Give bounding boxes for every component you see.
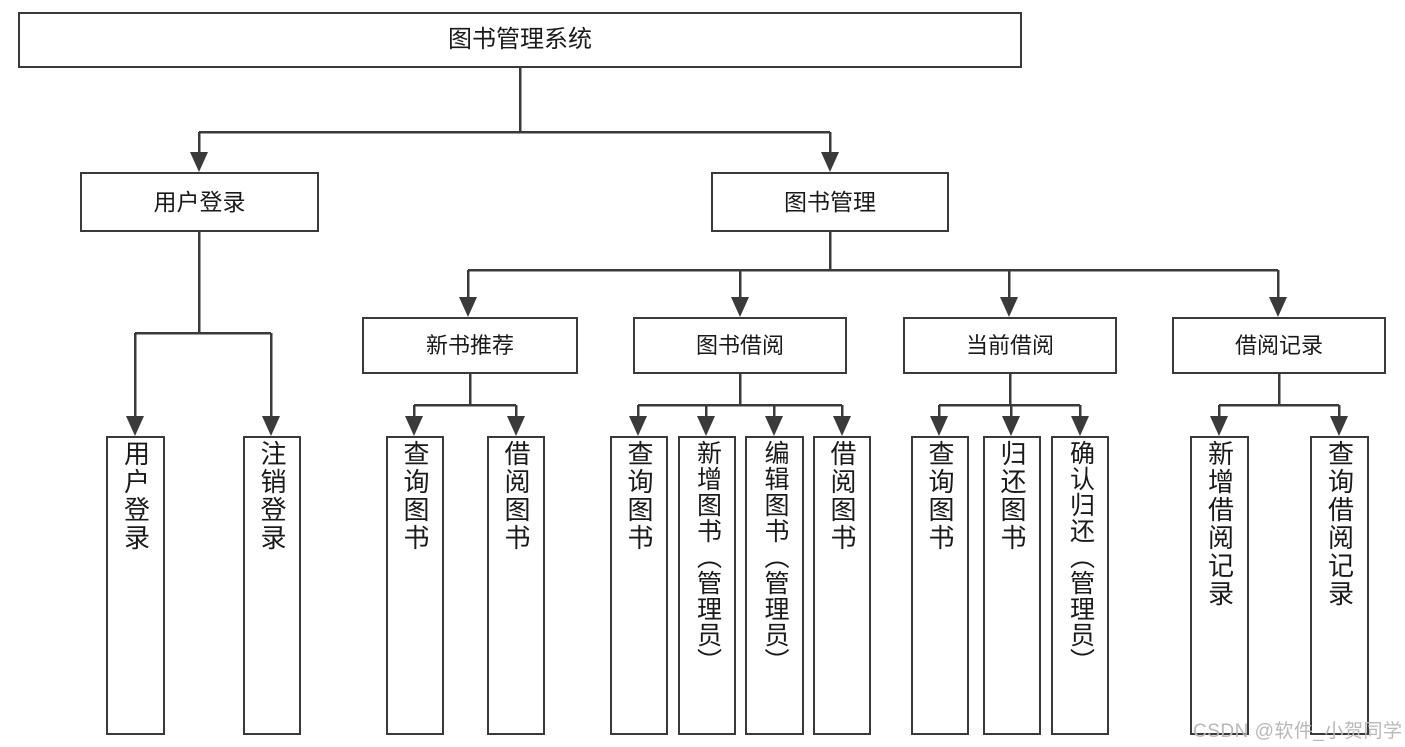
node-leaf-add-book[interactable]: 新增图书（管理员） xyxy=(678,436,736,735)
node-book-manage-label: 图书管理 xyxy=(784,188,876,215)
node-new-book-recommend-label: 新书推荐 xyxy=(425,332,514,358)
node-borrow-record[interactable]: 借阅记录 xyxy=(1172,317,1386,374)
node-leaf-borrow-book-1[interactable]: 借阅图书 xyxy=(487,436,545,735)
node-leaf-edit-book-label: 编辑图书（管理员） xyxy=(761,440,789,674)
csdn-watermark: CSDN @软件_小贺同学 xyxy=(1193,721,1403,742)
node-new-book-recommend[interactable]: 新书推荐 xyxy=(362,317,578,374)
node-leaf-edit-book[interactable]: 编辑图书（管理员） xyxy=(745,436,804,735)
node-leaf-logout-login[interactable]: 注销登录 xyxy=(243,436,301,735)
node-leaf-borrow-book-2[interactable]: 借阅图书 xyxy=(813,436,871,735)
node-leaf-return-book[interactable]: 归还图书 xyxy=(983,436,1041,735)
node-current-borrow-label: 当前借阅 xyxy=(965,332,1054,358)
node-user-login[interactable]: 用户登录 xyxy=(80,172,319,232)
node-book-borrow[interactable]: 图书借阅 xyxy=(633,317,847,374)
node-leaf-add-record-label: 新增借阅记录 xyxy=(1204,440,1235,608)
node-root[interactable]: 图书管理系统 xyxy=(18,12,1022,68)
node-leaf-confirm-return[interactable]: 确认归还（管理员） xyxy=(1051,436,1109,735)
node-leaf-query-book-3[interactable]: 查询图书 xyxy=(911,436,969,735)
node-leaf-query-book-1-label: 查询图书 xyxy=(400,440,430,552)
node-leaf-logout-login-label: 注销登录 xyxy=(257,440,287,552)
node-leaf-borrow-book-2-label: 借阅图书 xyxy=(827,440,857,552)
node-root-label: 图书管理系统 xyxy=(448,26,592,54)
node-leaf-borrow-book-1-label: 借阅图书 xyxy=(501,440,531,552)
node-leaf-query-record[interactable]: 查询借阅记录 xyxy=(1310,436,1369,735)
node-leaf-query-book-2[interactable]: 查询图书 xyxy=(610,436,668,735)
node-borrow-record-label: 借阅记录 xyxy=(1234,332,1323,358)
node-leaf-confirm-return-label: 确认归还（管理员） xyxy=(1066,440,1095,674)
node-leaf-query-book-2-label: 查询图书 xyxy=(624,440,654,552)
node-leaf-query-book-1[interactable]: 查询图书 xyxy=(386,436,444,735)
node-book-borrow-label: 图书借阅 xyxy=(695,332,784,358)
node-leaf-query-record-label: 查询借阅记录 xyxy=(1324,440,1355,608)
node-leaf-user-login[interactable]: 用户登录 xyxy=(106,436,165,735)
node-book-manage[interactable]: 图书管理 xyxy=(711,172,949,232)
node-user-login-label: 用户登录 xyxy=(153,188,246,215)
node-leaf-add-book-label: 新增图书（管理员） xyxy=(693,440,722,674)
node-leaf-user-login-label: 用户登录 xyxy=(120,440,151,552)
node-leaf-return-book-label: 归还图书 xyxy=(997,440,1027,552)
node-leaf-add-record[interactable]: 新增借阅记录 xyxy=(1190,436,1249,735)
node-current-borrow[interactable]: 当前借阅 xyxy=(903,317,1117,374)
node-leaf-query-book-3-label: 查询图书 xyxy=(925,440,955,552)
